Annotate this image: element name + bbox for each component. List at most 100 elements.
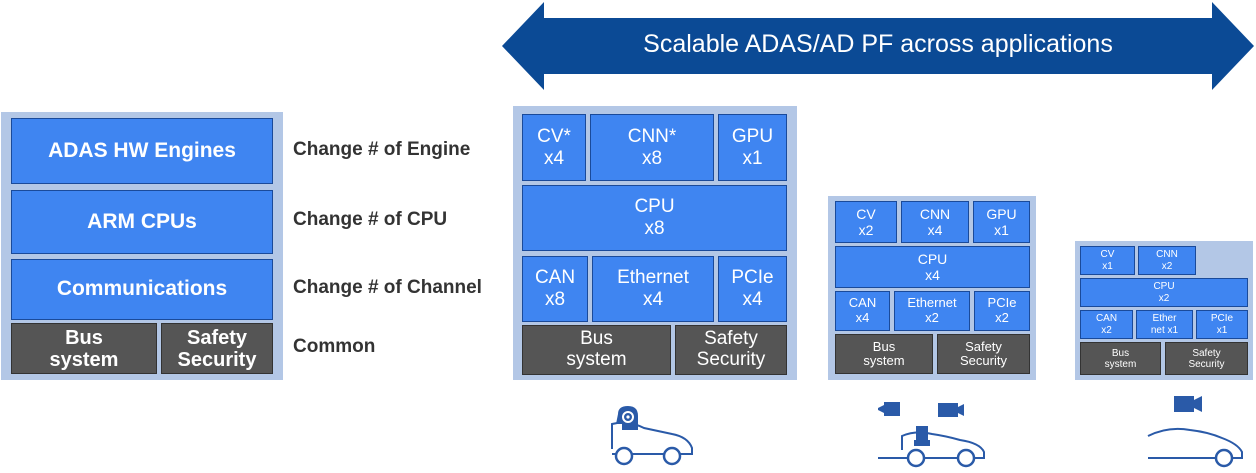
communications-label: Communications <box>56 277 228 301</box>
small-cv-name: CV <box>1100 249 1115 260</box>
large-cnn-block: CNN* x8 <box>590 114 714 181</box>
small-ethernet-block: Ether net x1 <box>1136 310 1193 339</box>
large-gpu-count: x1 <box>742 147 763 169</box>
medium-gpu-name: GPU <box>986 205 1017 222</box>
large-cpu-block: CPU x8 <box>522 185 787 251</box>
small-can-name: CAN <box>1095 313 1118 324</box>
car-with-camera-icon <box>1138 392 1250 468</box>
medium-gpu-count: x1 <box>994 222 1009 238</box>
large-pcie-name: PCIe <box>731 267 774 289</box>
small-bus-block: Bus system <box>1080 342 1161 375</box>
adas-hw-engines-block: ADAS HW Engines <box>11 118 273 184</box>
banner-title: Scalable ADAS/AD PF across applications <box>643 30 1113 58</box>
small-cpu-name: CPU <box>1153 281 1175 292</box>
medium-cnn-block: CNN x4 <box>901 201 969 243</box>
small-cpu-block: CPU x2 <box>1080 278 1248 307</box>
large-cpu-name: CPU <box>634 196 675 218</box>
medium-safety-line1: Safety <box>965 338 1002 354</box>
small-pcie-block: PCIe x1 <box>1196 310 1248 339</box>
small-safety-line2: Security <box>1188 358 1225 370</box>
small-bus-line1: Bus <box>1111 347 1130 359</box>
medium-cv-name: CV <box>856 205 876 222</box>
large-cv-name: CV* <box>537 125 571 147</box>
large-gpu-name: GPU <box>731 125 774 147</box>
medium-ethernet-count: x2 <box>925 310 939 325</box>
medium-bus-line2: system <box>863 353 905 368</box>
small-safety-line1: Safety <box>1192 347 1221 359</box>
safety-line1: Safety <box>186 326 248 349</box>
small-cnn-name: CNN <box>1156 249 1178 260</box>
medium-bus-line1: Bus <box>872 338 896 354</box>
label-change-engine: Change # of Engine <box>293 139 471 160</box>
small-bus-line2: system <box>1104 358 1137 370</box>
medium-cpu-block: CPU x4 <box>835 246 1030 288</box>
arm-cpus-block: ARM CPUs <box>11 190 273 254</box>
bus-system-block: Bus system <box>11 323 157 374</box>
medium-ethernet-name: Ethernet <box>907 295 957 311</box>
medium-pcie-name: PCIe <box>987 295 1017 311</box>
medium-cpu-count: x4 <box>925 267 940 283</box>
large-cv-count: x4 <box>543 147 565 169</box>
large-bus-line1: Bus <box>580 328 613 350</box>
label-common: Common <box>293 336 376 357</box>
label-change-cpu: Change # of CPU <box>293 209 448 230</box>
small-cpu-count: x2 <box>1158 292 1170 304</box>
bus-line2: system <box>49 348 119 371</box>
large-cv-block: CV* x4 <box>522 114 586 181</box>
medium-safety-block: Safety Security <box>937 334 1030 374</box>
large-bus-block: Bus system <box>522 325 671 375</box>
small-ethernet-count: net x1 <box>1150 324 1179 336</box>
bus-line1: Bus <box>65 326 103 349</box>
small-pcie-name: PCIe <box>1210 313 1234 324</box>
communications-block: Communications <box>11 259 273 320</box>
medium-gpu-block: GPU x1 <box>973 201 1030 243</box>
small-ethernet-name: Ether <box>1152 313 1177 324</box>
large-cnn-name: CNN* <box>627 125 677 147</box>
medium-can-count: x4 <box>855 310 870 325</box>
safety-line2: Security <box>177 348 257 371</box>
medium-safety-line2: Security <box>960 353 1007 368</box>
large-can-count: x8 <box>544 289 566 310</box>
large-safety-line2: Security <box>696 349 766 370</box>
small-can-count: x2 <box>1101 324 1112 336</box>
car-with-brain-icon <box>600 404 700 468</box>
small-cv-count: x1 <box>1102 260 1113 272</box>
large-gpu-block: GPU x1 <box>718 114 787 181</box>
medium-can-block: CAN x4 <box>835 291 890 331</box>
large-ethernet-name: Ethernet <box>617 267 689 289</box>
small-safety-block: Safety Security <box>1165 342 1248 375</box>
small-can-block: CAN x2 <box>1080 310 1133 339</box>
large-pcie-block: PCIe x4 <box>718 256 787 322</box>
scalability-banner: Scalable ADAS/AD PF across applications <box>502 2 1254 90</box>
medium-cnn-count: x4 <box>927 222 943 238</box>
large-safety-line1: Safety <box>704 328 758 350</box>
large-can-block: CAN x8 <box>522 256 588 322</box>
small-cnn-count: x2 <box>1161 260 1173 272</box>
medium-cv-block: CV x2 <box>835 201 897 243</box>
label-change-channel: Change # of Channel <box>293 277 482 298</box>
medium-pcie-block: PCIe x2 <box>974 291 1030 331</box>
car-with-cameras-icon <box>876 400 992 468</box>
medium-cnn-name: CNN <box>919 205 951 222</box>
medium-bus-block: Bus system <box>835 334 933 374</box>
small-pcie-count: x1 <box>1216 324 1228 336</box>
large-can-name: CAN <box>534 267 576 289</box>
small-cnn-block: CNN x2 <box>1138 246 1196 275</box>
large-ethernet-count: x4 <box>642 289 664 310</box>
large-safety-block: Safety Security <box>675 325 787 375</box>
medium-can-name: CAN <box>848 295 877 311</box>
small-cv-block: CV x1 <box>1080 246 1135 275</box>
arm-cpus-label: ARM CPUs <box>87 209 197 233</box>
large-bus-line2: system <box>566 349 627 370</box>
large-cpu-count: x8 <box>644 218 665 239</box>
safety-security-block: Safety Security <box>161 323 273 374</box>
medium-ethernet-block: Ethernet x2 <box>894 291 970 331</box>
medium-cpu-name: CPU <box>917 250 948 267</box>
double-arrow-shape <box>502 2 1254 90</box>
large-pcie-count: x4 <box>742 289 763 310</box>
medium-pcie-count: x2 <box>995 310 1009 325</box>
medium-cv-count: x2 <box>858 222 874 238</box>
large-ethernet-block: Ethernet x4 <box>592 256 714 322</box>
adas-hw-engines-label: ADAS HW Engines <box>48 138 236 162</box>
large-cnn-count: x8 <box>641 147 663 169</box>
